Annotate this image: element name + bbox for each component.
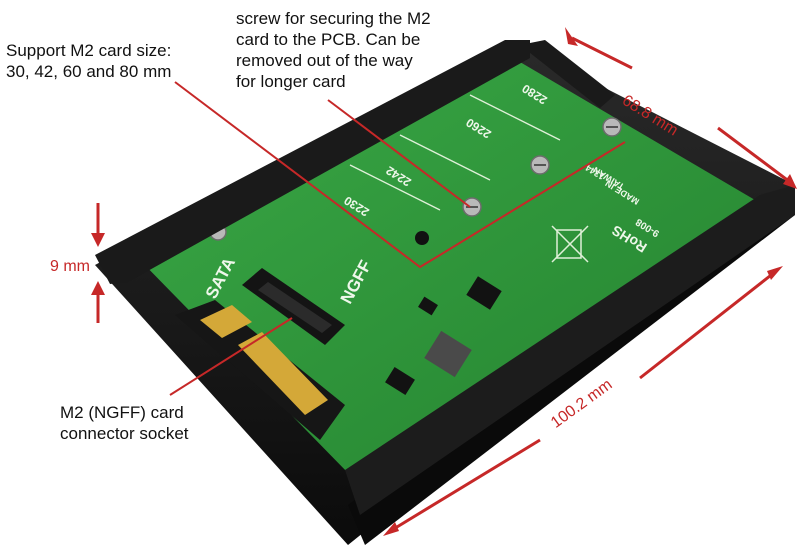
arrow-length-right [639,270,776,380]
leader-lines [169,81,626,396]
leader-screw [327,99,471,208]
frame-rail-right [345,185,795,515]
dimension-height: 9 mm [50,258,90,275]
arrow-width-right [717,126,791,184]
chip-regulator [385,367,415,395]
sata-pins-power [200,305,252,338]
mounting-hole [415,231,429,245]
sata-pins-data [238,332,328,415]
annotation-connector: M2 (NGFF) card connector socket [60,403,189,443]
frame-rail-left [95,40,530,284]
annotation-card-size: Support M2 card size: 30, 42, 60 and 80 … [6,41,172,81]
screw-2280 [602,117,622,137]
screw-2242 [462,197,482,217]
annotation-screw: screw for securing the M2 card to the PC… [236,9,431,91]
weee-symbol [551,225,589,263]
slot-lines [349,94,561,211]
screw-2260 [530,155,550,175]
dimension-arrows [91,27,797,536]
arrow-length-left [391,438,541,532]
leader-card-size [174,81,626,269]
frame-rail-back [520,40,615,108]
m2-connector-slot [258,282,332,333]
inductor [424,330,472,378]
chip-controller [466,276,502,310]
arrow-width-left [571,36,633,70]
chip-small [418,296,438,316]
leader-connector [169,317,293,396]
